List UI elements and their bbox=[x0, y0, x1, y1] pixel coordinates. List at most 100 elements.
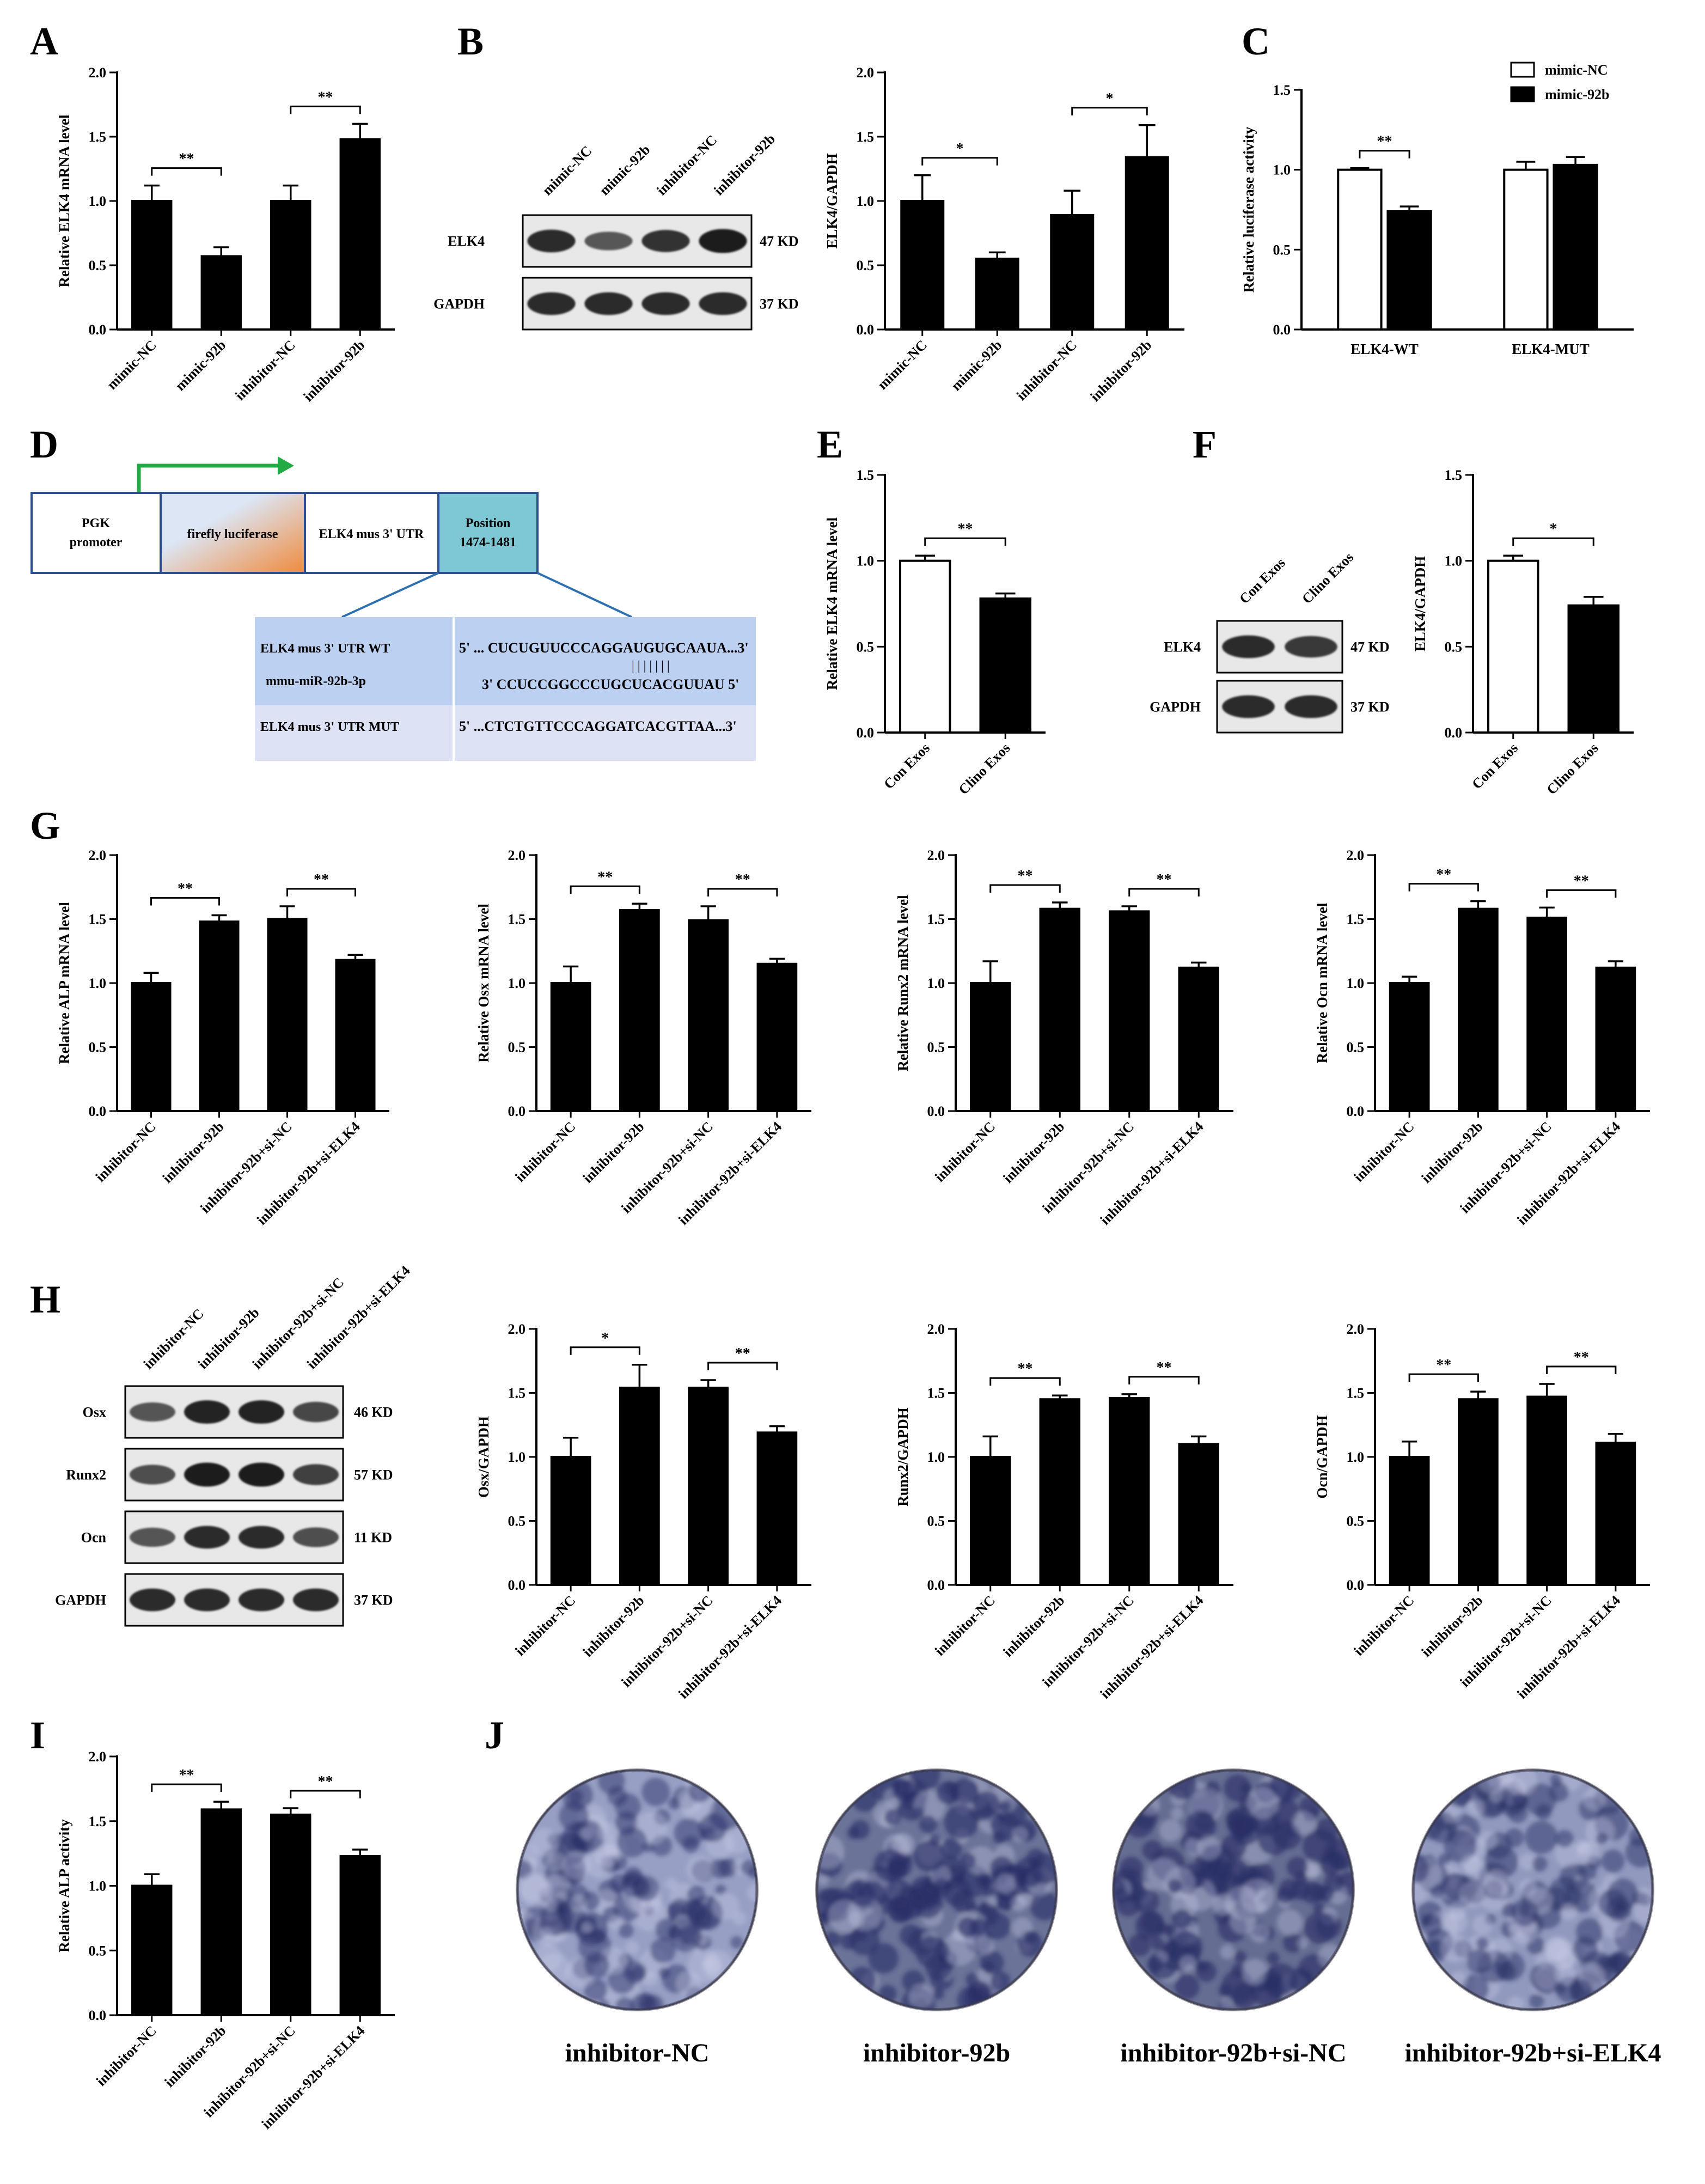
blot-band bbox=[527, 229, 576, 253]
stain-speck bbox=[1292, 1811, 1316, 1835]
y-tick-label: 1.0 bbox=[1273, 162, 1291, 178]
construct-diagram: PGK promoter firefly luciferase ELK4 mus… bbox=[30, 456, 756, 761]
bar-inhibitor-92b-si-elk4 bbox=[756, 962, 798, 1112]
wt-sequence-box bbox=[255, 617, 756, 705]
stain-speck bbox=[1023, 1930, 1037, 1944]
y-axis-label: Relative ALP activity bbox=[56, 1819, 72, 1953]
x-tick-label: inhibitor-92b bbox=[161, 2023, 229, 2090]
well-texture bbox=[517, 1770, 757, 2010]
blot-band bbox=[184, 1400, 230, 1424]
stain-speck bbox=[1282, 1932, 1303, 1953]
y-axis-label: ELK4/GAPDH bbox=[1412, 556, 1428, 652]
blot-kd-label: 11 KD bbox=[354, 1530, 392, 1546]
stain-speck bbox=[631, 1966, 645, 1980]
stain-speck bbox=[650, 1938, 676, 1963]
significance-bracket bbox=[1128, 888, 1200, 896]
stain-speck bbox=[1249, 1923, 1270, 1943]
stain-speck bbox=[1242, 1959, 1268, 1985]
stain-speck bbox=[817, 1875, 829, 1886]
blot-kd-label: 46 KD bbox=[354, 1405, 393, 1420]
wt-label: ELK4 mus 3' UTR WT bbox=[260, 642, 390, 656]
stain-speck bbox=[1529, 1993, 1544, 2009]
y-tick-label: 1.5 bbox=[89, 912, 107, 928]
zoom-line-left bbox=[341, 572, 439, 618]
significance-label: ** bbox=[178, 880, 193, 897]
significance-bracket bbox=[290, 1790, 361, 1798]
y-tick-label: 2.0 bbox=[508, 847, 526, 863]
stain-speck bbox=[1535, 1804, 1552, 1820]
stain-speck bbox=[1276, 1909, 1303, 1936]
stain-speck bbox=[1170, 1807, 1184, 1821]
significance-bracket bbox=[151, 1783, 222, 1792]
blot-band bbox=[293, 1401, 339, 1423]
bar-inhibitor-nc bbox=[550, 982, 591, 1112]
y-tick-label: 0.0 bbox=[927, 1577, 945, 1593]
bar-mimic-92b-elk4-wt bbox=[1386, 210, 1432, 331]
significance-label: ** bbox=[1157, 871, 1172, 888]
stain-speck bbox=[518, 1871, 548, 1901]
stain-speck bbox=[1554, 1963, 1576, 1985]
y-tick-label: 0.0 bbox=[1445, 725, 1463, 741]
stain-speck bbox=[712, 1893, 740, 1920]
y-tick-label: 1.5 bbox=[1347, 1386, 1365, 1401]
stain-speck bbox=[1555, 1829, 1574, 1848]
legend-swatch-mimic-92b bbox=[1510, 86, 1535, 102]
stain-speck bbox=[919, 1815, 937, 1833]
significance-bracket bbox=[570, 885, 640, 894]
significance-label: ** bbox=[1436, 867, 1451, 883]
bar-inhibitor-nc bbox=[270, 200, 311, 331]
panel-letter-e: E bbox=[817, 423, 843, 466]
stain-speck bbox=[849, 1881, 875, 1907]
x-tick-label: inhibitor-92b bbox=[580, 1593, 647, 1660]
blot-band bbox=[699, 229, 747, 253]
stain-speck bbox=[965, 1973, 980, 1986]
stain-speck bbox=[1606, 1896, 1632, 1923]
bar-inhibitor-92b bbox=[200, 1808, 242, 2016]
stain-speck bbox=[625, 1941, 639, 1955]
significance-bracket bbox=[924, 537, 1006, 546]
x-tick-label: inhibitor-NC bbox=[932, 1593, 998, 1659]
zoom-line-right bbox=[537, 572, 632, 618]
x-tick-label: inhibitor-92b bbox=[300, 337, 368, 405]
blot-protein-label: ELK4 bbox=[448, 234, 485, 249]
significance-label: ** bbox=[1574, 1349, 1589, 1366]
bar-inhibitor-92b bbox=[1458, 907, 1499, 1112]
stain-speck bbox=[1554, 1982, 1567, 1994]
x-tick-label: ELK4-MUT bbox=[1512, 341, 1590, 357]
y-tick-label: 1.5 bbox=[89, 1814, 107, 1829]
stain-speck bbox=[1142, 1840, 1163, 1860]
bar-inhibitor-92b bbox=[1458, 1398, 1499, 1586]
significance-label: ** bbox=[179, 1767, 194, 1784]
stain-speck bbox=[851, 1820, 870, 1839]
y-tick-label: 1.0 bbox=[857, 553, 875, 569]
stain-speck bbox=[594, 1844, 619, 1868]
bar-inhibitor-92b-si-nc bbox=[688, 919, 729, 1112]
stain-speck bbox=[643, 1994, 664, 2010]
stain-speck bbox=[702, 1950, 733, 1980]
panel-letter-d: D bbox=[30, 423, 58, 466]
bar-inhibitor-92b-si-elk4 bbox=[1595, 1442, 1636, 1586]
y-tick-label: 1.0 bbox=[927, 1449, 945, 1465]
stain-speck bbox=[618, 1923, 634, 1938]
significance-label: ** bbox=[735, 871, 750, 888]
stain-speck bbox=[1555, 1841, 1581, 1867]
stain-speck bbox=[568, 1789, 583, 1804]
y-tick-label: 0.0 bbox=[927, 1103, 945, 1119]
stain-speck bbox=[1022, 1867, 1042, 1887]
stain-speck bbox=[1159, 1819, 1182, 1843]
significance-label: ** bbox=[314, 871, 329, 888]
stain-speck bbox=[718, 1858, 738, 1877]
stain-speck bbox=[543, 1875, 572, 1903]
well-texture bbox=[1413, 1770, 1653, 2010]
bar-inhibitor-nc bbox=[970, 1456, 1011, 1586]
x-tick-label: ELK4-WT bbox=[1350, 341, 1419, 357]
bar-inhibitor-nc bbox=[1389, 1456, 1430, 1586]
significance-label: * bbox=[1550, 521, 1557, 538]
bar-inhibitor-92b bbox=[199, 920, 240, 1112]
